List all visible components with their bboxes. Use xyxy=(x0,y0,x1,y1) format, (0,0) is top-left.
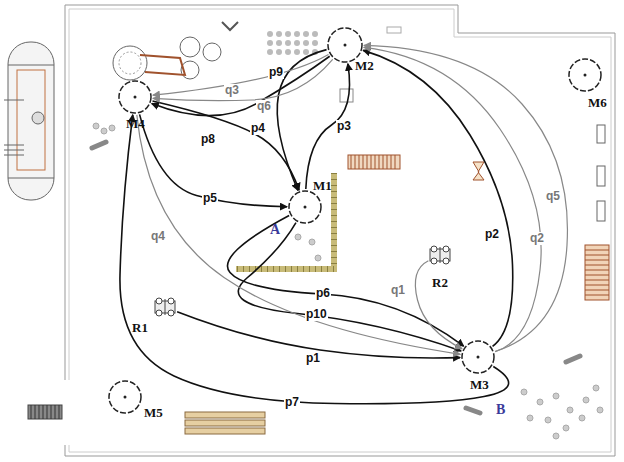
machine-node: M4 xyxy=(118,80,152,114)
flow-path xyxy=(153,59,333,100)
path-label: q1 xyxy=(390,284,406,297)
machine-node: M5 xyxy=(108,380,142,414)
point-label: B xyxy=(496,402,505,417)
path-label: q6 xyxy=(256,100,272,113)
path-label: p4 xyxy=(250,122,266,135)
machine-node: M6 xyxy=(568,58,602,92)
path-label: p8 xyxy=(200,133,216,146)
point-label: A xyxy=(270,222,280,237)
flow-path xyxy=(120,115,509,404)
flow-path xyxy=(363,50,513,346)
machine-label: M5 xyxy=(144,406,163,420)
flow-path xyxy=(277,50,326,191)
machine-circle xyxy=(108,380,142,414)
machine-circle xyxy=(461,340,495,374)
machine-label: M3 xyxy=(470,378,489,392)
path-label: p2 xyxy=(484,228,500,241)
path-label: p6 xyxy=(315,287,331,300)
machine-label: R2 xyxy=(432,276,448,290)
path-label: p1 xyxy=(305,352,321,365)
machine-label: R1 xyxy=(132,321,148,335)
machine-node: M2 xyxy=(327,27,363,63)
robot-icon xyxy=(153,295,177,319)
machine-circle xyxy=(327,27,363,63)
machine-circle xyxy=(568,58,602,92)
path-label: p7 xyxy=(284,396,300,409)
robot-node: R1 xyxy=(153,295,177,319)
machine-circle xyxy=(118,80,152,114)
machine-node: M1 xyxy=(288,190,322,224)
flow-path xyxy=(227,215,463,346)
flow-path xyxy=(137,115,460,354)
path-label: q2 xyxy=(529,232,545,245)
flow-path xyxy=(364,47,541,351)
path-label: p10 xyxy=(305,308,328,321)
flow-path xyxy=(140,114,287,206)
path-label: p9 xyxy=(268,66,284,79)
path-label: p3 xyxy=(336,120,352,133)
machine-circle xyxy=(288,190,322,224)
machine-label: M1 xyxy=(313,179,332,193)
path-label: q5 xyxy=(545,190,561,203)
machine-label: M2 xyxy=(355,59,374,73)
machine-label: M4 xyxy=(126,117,145,131)
flow-path xyxy=(153,54,329,95)
path-label: p5 xyxy=(202,192,218,205)
robot-icon xyxy=(428,243,452,267)
flow-path xyxy=(415,261,462,349)
path-label: q4 xyxy=(150,230,166,243)
path-label: q3 xyxy=(224,84,240,97)
flow-path xyxy=(364,45,567,351)
machine-node: M3 xyxy=(461,340,495,374)
machine-label: M6 xyxy=(588,96,607,110)
robot-node: R2 xyxy=(428,243,452,267)
flow-path xyxy=(152,56,330,115)
